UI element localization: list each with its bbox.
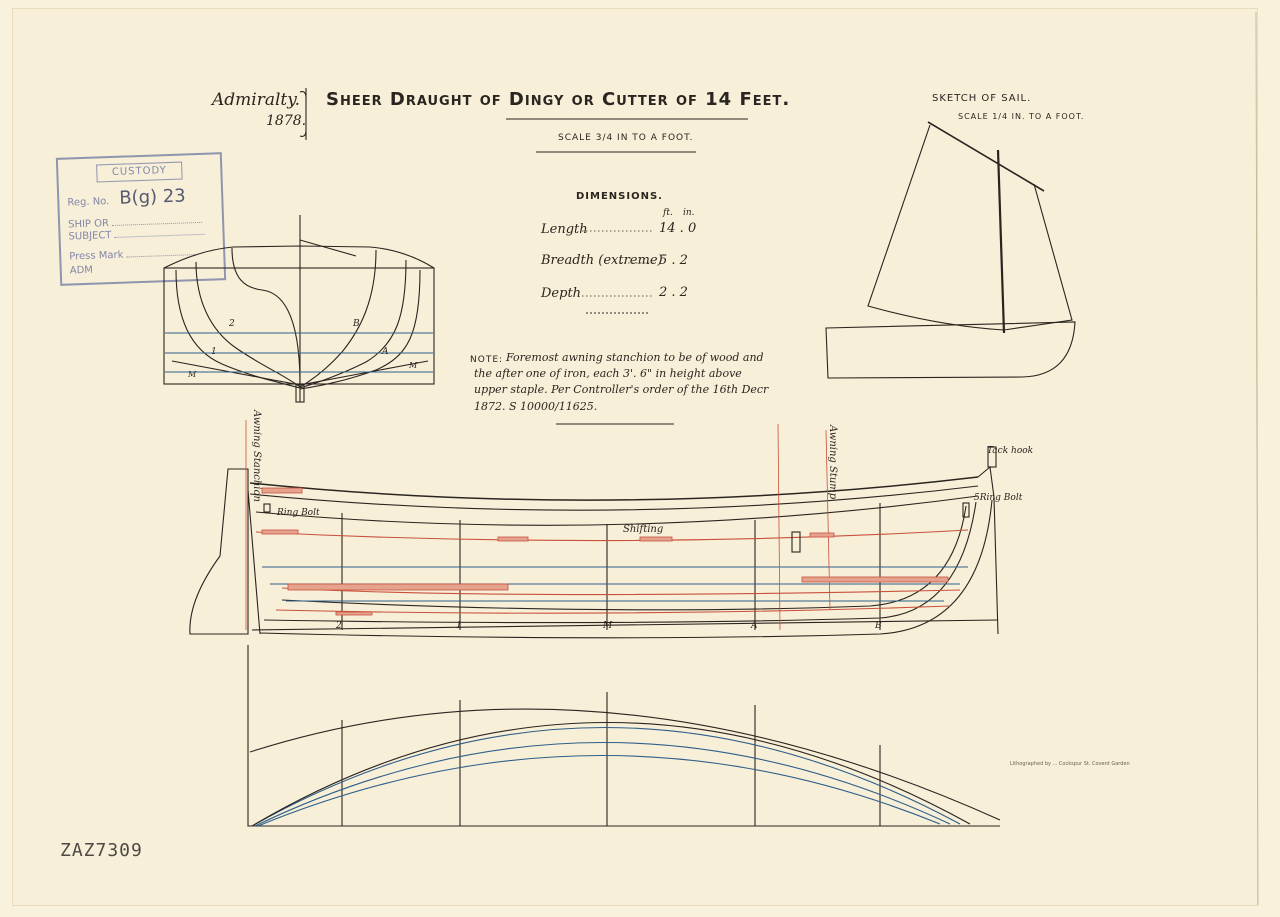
- sail-title: SKETCH OF SAIL.: [932, 93, 1032, 104]
- dimension-value-depth: 2 . 2: [659, 285, 688, 300]
- body-label-m-left: M: [188, 370, 197, 379]
- body-label-b: B: [353, 319, 360, 329]
- printer-credit: Lithographed by ... Cockspur St. Covent …: [1010, 761, 1130, 767]
- dimensions-heading: DIMENSIONS.: [576, 191, 663, 202]
- title-bracket: [299, 88, 307, 140]
- dimension-label-depth: Depth: [541, 286, 582, 301]
- label-shifting: Shifting: [623, 524, 664, 535]
- body-label-2: 2: [229, 319, 235, 329]
- station-label-2: 2: [336, 621, 342, 631]
- note-prefix: NOTE:: [470, 355, 504, 365]
- note-line-2: the after one of iron, each 3'. 6" in he…: [474, 367, 742, 380]
- dimension-leaders: [582, 230, 654, 297]
- sheet-right-edge: [1255, 11, 1259, 906]
- year-label: 1878.: [266, 113, 307, 129]
- sail-scale: SCALE 1/4 IN. TO A FOOT.: [958, 112, 1085, 121]
- note-line-3: upper staple. Per Controller's order of …: [474, 383, 769, 396]
- station-label-b: B: [875, 621, 882, 631]
- drawing-title: Sheer Draught of Dingy or Cutter of 14 F…: [326, 89, 791, 110]
- body-label-a: A: [382, 347, 389, 357]
- label-ring-bolt-aft: 5Ring Bolt: [974, 493, 1023, 503]
- unit-in: in.: [683, 208, 695, 218]
- dimension-label-breadth: Breadth (extreme): [541, 253, 663, 268]
- label-ring-bolt-fwd: Ring Bolt: [277, 508, 320, 518]
- body-plan: [163, 215, 435, 403]
- note-line-4: 1872. S 10000/11625.: [474, 400, 598, 413]
- half-breadth-plan: [247, 645, 1001, 827]
- body-label-m-right: M: [409, 361, 418, 370]
- catalogue-number: ZAZ7309: [60, 840, 143, 861]
- sail-sketch: [825, 121, 1076, 379]
- dimension-value-length: 14 . 0: [659, 221, 697, 236]
- station-label-a: A: [751, 621, 758, 631]
- unit-ft: ft.: [663, 208, 673, 218]
- note-line-1: Foremost awning stanchion to be of wood …: [506, 351, 764, 364]
- station-label-1: 1: [456, 621, 462, 631]
- dimension-label-length: Length: [541, 222, 588, 237]
- dimension-value-breadth: 5 . 2: [659, 253, 688, 268]
- sheer-plan: [189, 420, 999, 639]
- body-label-1: 1: [211, 347, 217, 357]
- label-tack-hook: Tack hook: [987, 446, 1034, 456]
- drawing-scale: SCALE 3/4 IN TO A FOOT.: [558, 133, 694, 143]
- station-label-m: M: [603, 621, 613, 631]
- admiralty-label: Admiralty.: [212, 90, 300, 110]
